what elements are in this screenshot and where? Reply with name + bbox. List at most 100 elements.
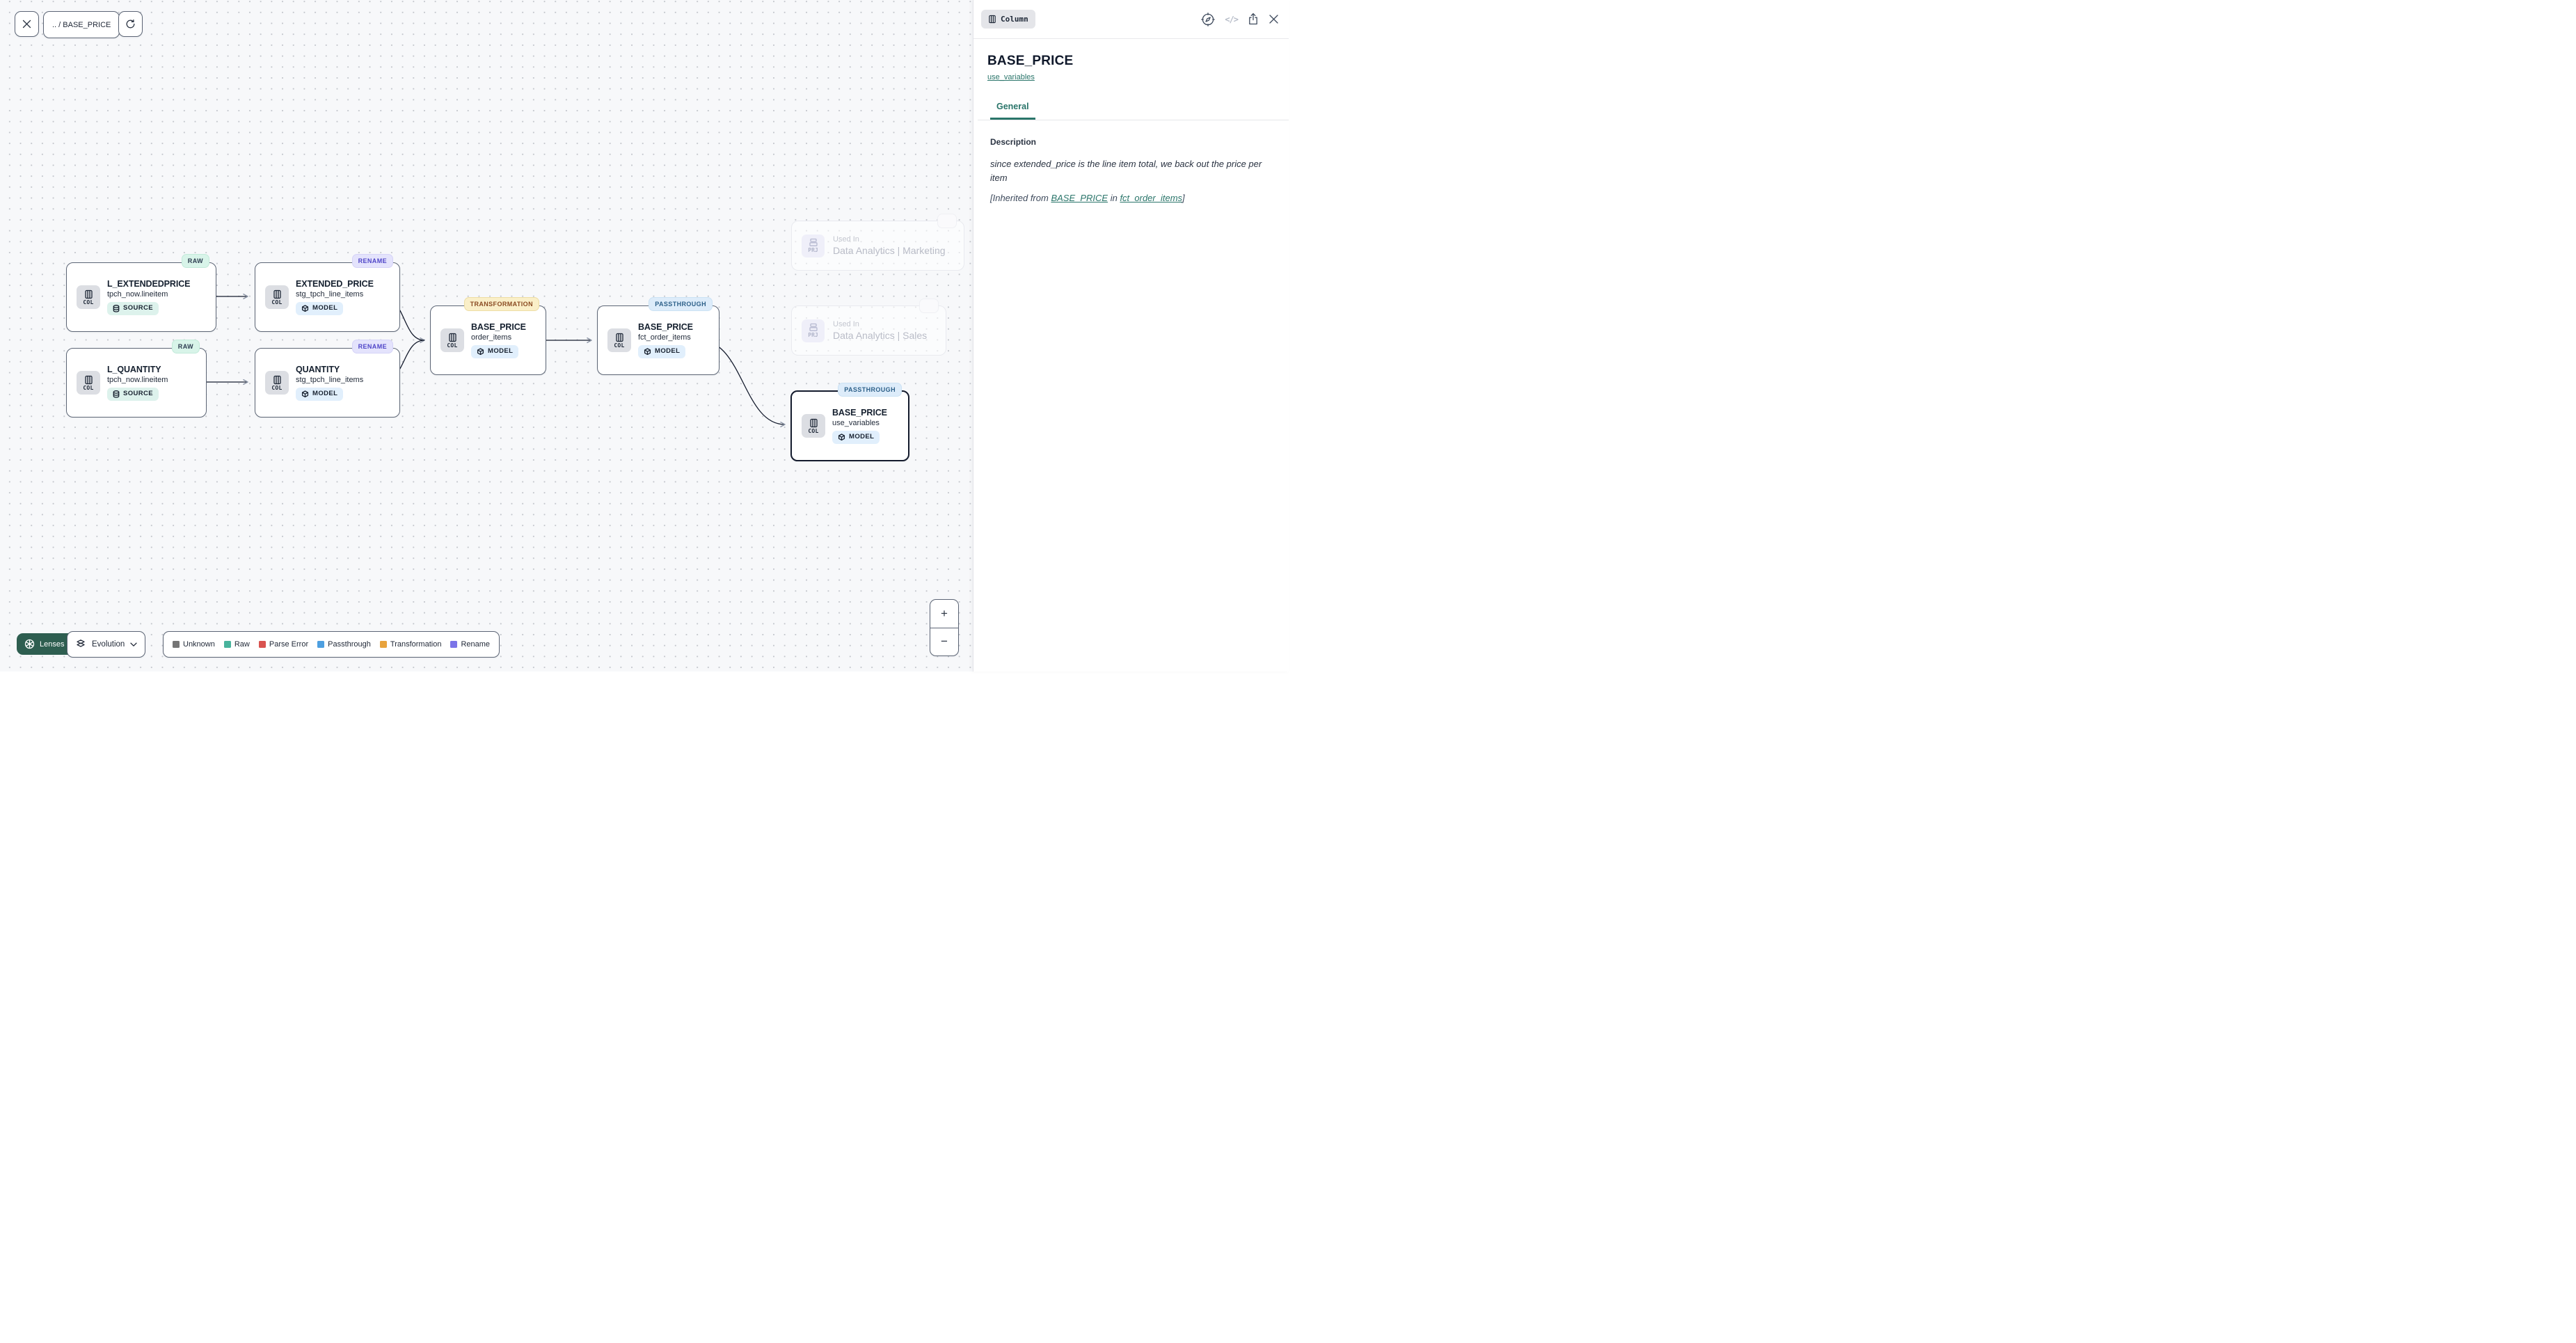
- description-inherited: [Inherited from BASE_PRICE in fct_order_…: [990, 193, 1185, 204]
- lens-selected-label: Evolution: [92, 640, 125, 649]
- node-subtitle: use_variables: [832, 419, 880, 428]
- details-panel: Column </> BASE_PRICE use_variables: [973, 0, 1289, 672]
- lineage-app: .. / BASE_PRICE RAW COL L_EXTENDEDPRICE …: [0, 0, 1289, 672]
- legend-item: Unknown: [173, 640, 215, 649]
- columns-icon: [448, 333, 456, 342]
- description-heading: Description: [990, 137, 1037, 147]
- description-body: since extended_price is the line item to…: [990, 159, 1262, 184]
- node-subtitle: stg_tpch_line_items: [296, 376, 364, 385]
- columns-icon: [273, 375, 281, 384]
- materialization-badge: MODEL: [471, 345, 519, 358]
- node-title: QUANTITY: [296, 365, 340, 375]
- columns-icon: [809, 418, 818, 427]
- node-base-price-fct-order-items[interactable]: PASSTHROUGH COL BASE_PRICE fct_order_ite…: [597, 297, 719, 375]
- model-link[interactable]: use_variables: [987, 73, 1035, 81]
- inherited-model-link[interactable]: fct_order_items: [1120, 193, 1183, 204]
- legend-swatch: [317, 641, 325, 648]
- column-kind-badge: COL: [607, 328, 631, 352]
- legend-swatch: [379, 641, 387, 648]
- node-base-price-order-items[interactable]: TRANSFORMATION COL BASE_PRICE order_item…: [430, 297, 546, 375]
- lenses-button[interactable]: Lenses: [17, 633, 73, 655]
- archive-icon: [809, 238, 818, 246]
- close-icon[interactable]: [1269, 14, 1279, 24]
- ghost-node-used-in-sales[interactable]: PRJ Used In Data Analytics | Sales: [791, 299, 946, 356]
- archive-icon: [809, 323, 818, 331]
- legend-swatch: [258, 641, 266, 648]
- cube-icon: [838, 434, 845, 441]
- breadcrumb[interactable]: .. / BASE_PRICE: [43, 11, 120, 38]
- node-base-price-use-variables[interactable]: PASSTHROUGH COL BASE_PRICE use_variables…: [790, 383, 909, 461]
- plus-icon: +: [941, 606, 948, 620]
- columns-icon: [615, 333, 623, 342]
- panel-tabs: General: [978, 102, 1289, 120]
- node-extended-price[interactable]: RENAME COL EXTENDED_PRICE stg_tpch_line_…: [255, 254, 400, 332]
- node-type-badge: RENAME: [351, 340, 393, 353]
- compass-icon[interactable]: [1200, 12, 1216, 27]
- lens-select-evolution[interactable]: Evolution: [67, 631, 146, 658]
- aperture-icon: [24, 639, 35, 649]
- legend-item: Parse Error: [258, 640, 308, 649]
- legend-item: Raw: [223, 640, 250, 649]
- node-title: BASE_PRICE: [471, 322, 526, 333]
- share-icon[interactable]: [1247, 13, 1259, 26]
- column-kind-badge: COL: [77, 285, 100, 309]
- cube-icon: [644, 348, 651, 356]
- panel-header: Column </>: [973, 0, 1289, 39]
- node-subtitle: stg_tpch_line_items: [296, 290, 364, 299]
- refresh-button[interactable]: [118, 11, 143, 37]
- code-icon[interactable]: </>: [1225, 14, 1239, 24]
- project-kind-badge: PRJ: [802, 319, 825, 342]
- legend-item: Passthrough: [317, 640, 371, 649]
- materialization-badge: SOURCE: [107, 388, 159, 401]
- ghost-used-in-label: Used In: [833, 235, 859, 244]
- ghost-project-name: Data Analytics | Marketing: [833, 245, 946, 256]
- legend-item: Rename: [450, 640, 490, 649]
- zoom-in-button[interactable]: +: [930, 600, 958, 628]
- node-title: L_QUANTITY: [107, 365, 161, 375]
- close-lineage-button[interactable]: [15, 11, 39, 37]
- column-kind-badge: COL: [265, 371, 289, 395]
- column-kind-badge: COL: [265, 285, 289, 309]
- lenses-label: Lenses: [40, 639, 65, 649]
- node-subtitle: fct_order_items: [638, 333, 691, 342]
- materialization-badge: MODEL: [296, 388, 344, 401]
- project-kind-badge: PRJ: [802, 234, 825, 257]
- column-kind-badge: COL: [440, 328, 464, 352]
- ghost-type-badge: [919, 299, 939, 313]
- node-subtitle: tpch_now.lineitem: [107, 376, 168, 385]
- zoom-out-button[interactable]: −: [930, 627, 958, 656]
- close-icon: [22, 19, 31, 29]
- node-type-badge: RAW: [181, 254, 209, 268]
- node-type-badge: RAW: [171, 340, 200, 353]
- columns-icon: [84, 289, 93, 299]
- node-type-badge: PASSTHROUGH: [838, 383, 902, 397]
- legend-item: Transformation: [379, 640, 441, 649]
- ghost-project-name: Data Analytics | Sales: [833, 330, 928, 341]
- node-type-badge: TRANSFORMATION: [463, 297, 539, 311]
- node-title: BASE_PRICE: [638, 322, 693, 333]
- node-subtitle: tpch_now.lineitem: [107, 290, 168, 299]
- node-l-quantity[interactable]: RAW COL L_QUANTITY tpch_now.lineitem SOU…: [66, 340, 207, 418]
- lens-legend: Unknown Raw Parse Error Passthrough Tran…: [163, 631, 500, 658]
- node-title: EXTENDED_PRICE: [296, 279, 374, 289]
- materialization-badge: MODEL: [638, 345, 686, 358]
- node-subtitle: order_items: [471, 333, 512, 342]
- columns-icon: [273, 289, 281, 299]
- node-type-badge: PASSTHROUGH: [649, 297, 713, 311]
- refresh-icon: [126, 19, 135, 29]
- materialization-badge: MODEL: [832, 431, 880, 444]
- tab-general[interactable]: General: [990, 102, 1035, 120]
- node-type-badge: RENAME: [351, 254, 393, 268]
- node-l-extendedprice[interactable]: RAW COL L_EXTENDEDPRICE tpch_now.lineite…: [66, 254, 216, 332]
- node-quantity[interactable]: RENAME COL QUANTITY stg_tpch_line_items …: [255, 340, 400, 418]
- inherited-column-link[interactable]: BASE_PRICE: [1051, 193, 1108, 204]
- page-title: BASE_PRICE: [987, 54, 1074, 68]
- lineage-canvas[interactable]: .. / BASE_PRICE RAW COL L_EXTENDEDPRICE …: [0, 0, 973, 672]
- ghost-type-badge: [937, 214, 957, 228]
- database-icon: [113, 390, 120, 398]
- panel-body: BASE_PRICE use_variables General Descrip…: [973, 54, 1289, 203]
- database-icon: [113, 305, 120, 312]
- node-title: BASE_PRICE: [832, 408, 887, 418]
- legend-swatch: [450, 641, 458, 648]
- ghost-node-used-in-marketing[interactable]: PRJ Used In Data Analytics | Marketing: [791, 214, 964, 271]
